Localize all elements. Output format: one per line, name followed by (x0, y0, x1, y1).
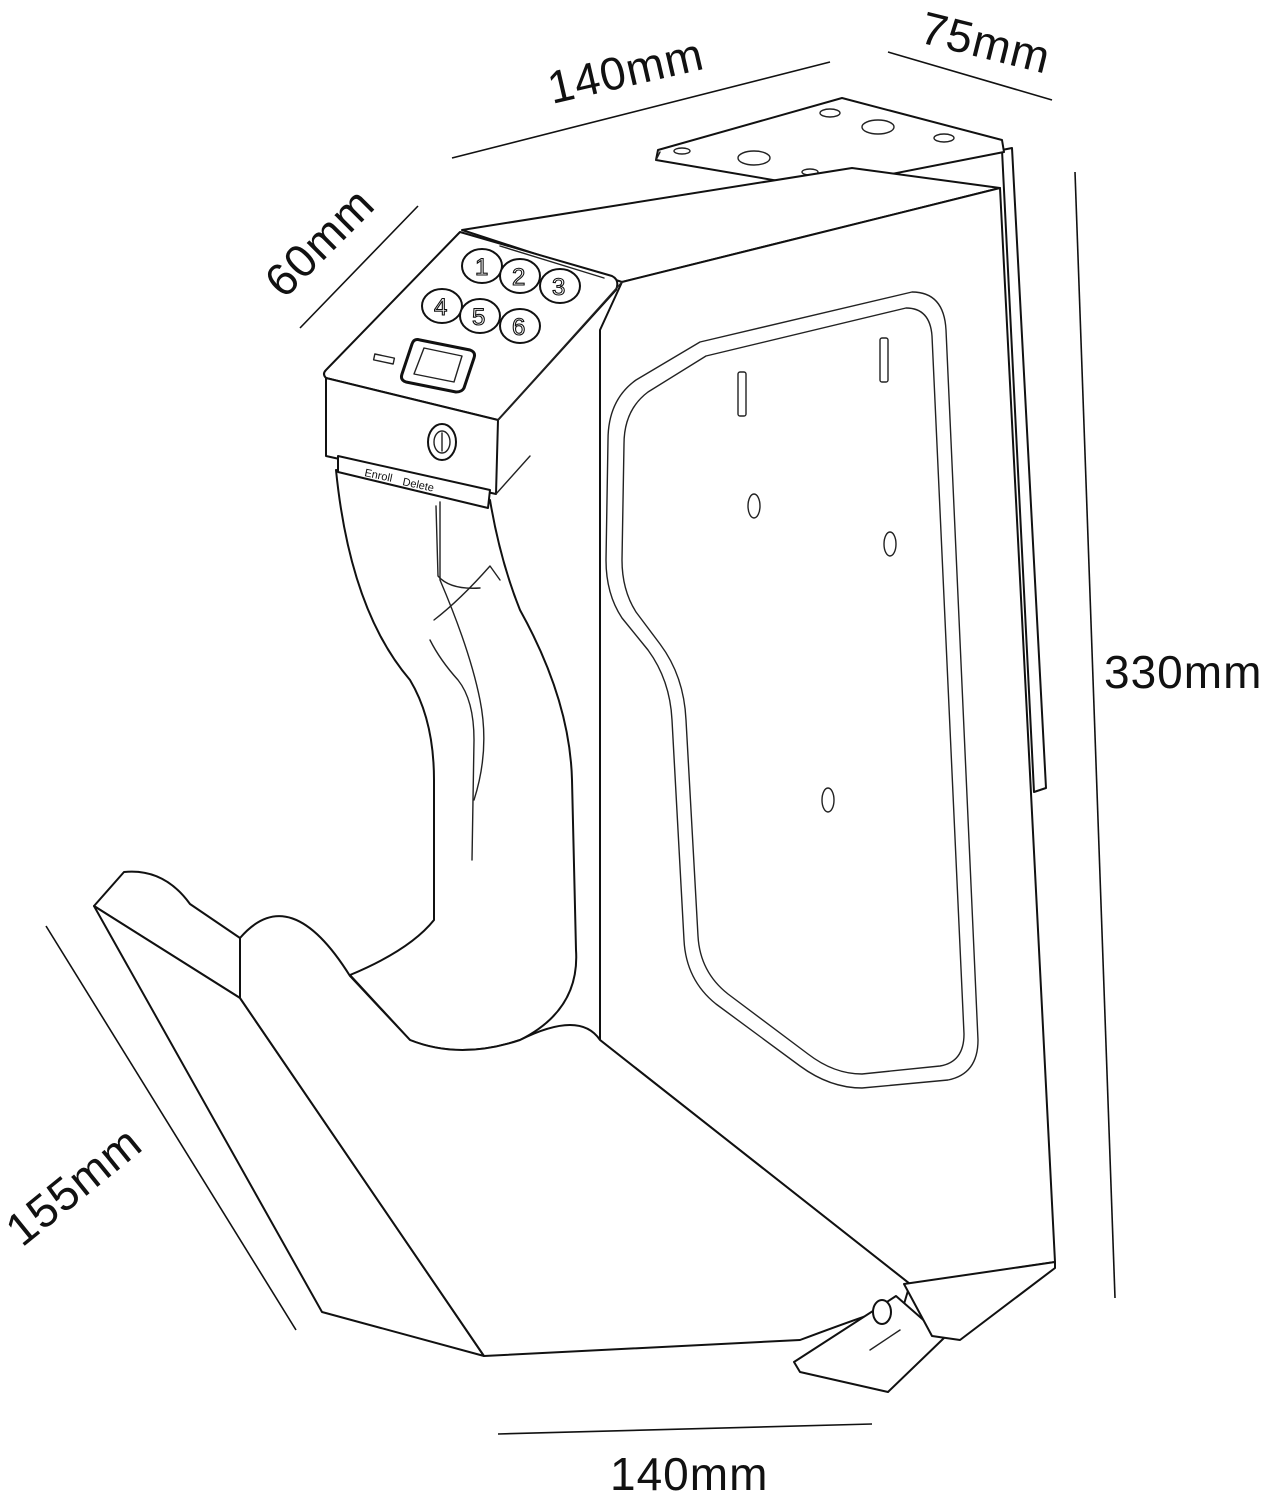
dim-line-height (1074, 171, 1116, 1299)
fingerprint-sensor-icon[interactable] (400, 338, 476, 394)
dim-line-top-width (451, 61, 831, 159)
keypad-housing: 1 2 3 4 5 6 (323, 231, 623, 589)
mounting-bracket (655, 97, 1047, 793)
mount-slot (673, 147, 691, 155)
panel-hole (747, 493, 761, 519)
keypad-button-6[interactable]: 6 (499, 308, 541, 344)
key-label: 2 (512, 264, 525, 291)
key-label: 1 (475, 254, 488, 281)
keypad-button-4[interactable]: 4 (421, 288, 463, 324)
battery-indicator-icon (372, 353, 396, 365)
panel-hole (883, 531, 897, 557)
label-bottom-width: 140mm (610, 1448, 768, 1500)
enroll-button-label[interactable]: Enroll (363, 467, 393, 485)
mount-hole (737, 150, 771, 166)
panel-slot (879, 337, 889, 383)
hinge-screw (872, 1299, 892, 1325)
safe-body (461, 167, 1056, 1285)
key-label: 6 (512, 314, 525, 341)
mount-slot (819, 108, 841, 118)
keypad-button-1[interactable]: 1 (461, 248, 503, 284)
label-keypad-depth: 60mm (254, 177, 384, 307)
panel-hole (821, 787, 835, 813)
label-height: 330mm (1104, 646, 1262, 698)
dim-line-front-length (45, 925, 297, 1331)
gun-cradle (93, 469, 1056, 1393)
mount-hole (861, 119, 895, 135)
keypad-button-2[interactable]: 2 (499, 258, 541, 294)
dim-line-bottom-width (497, 1423, 873, 1435)
key-label: 3 (552, 274, 565, 301)
key-label: 5 (472, 304, 485, 331)
label-top-width: 140mm (543, 27, 709, 113)
mount-slot (933, 133, 955, 143)
panel-slot (737, 371, 747, 417)
keypad-button-5[interactable]: 5 (459, 298, 501, 334)
key-label: 4 (434, 294, 447, 321)
key-lock-icon[interactable] (427, 423, 457, 461)
dim-line-top-depth (887, 51, 1053, 101)
keypad-button-3[interactable]: 3 (539, 268, 581, 304)
dim-line-keypad-depth (299, 205, 419, 329)
label-top-depth: 75mm (916, 1, 1056, 83)
label-front-length: 155mm (0, 1116, 151, 1256)
